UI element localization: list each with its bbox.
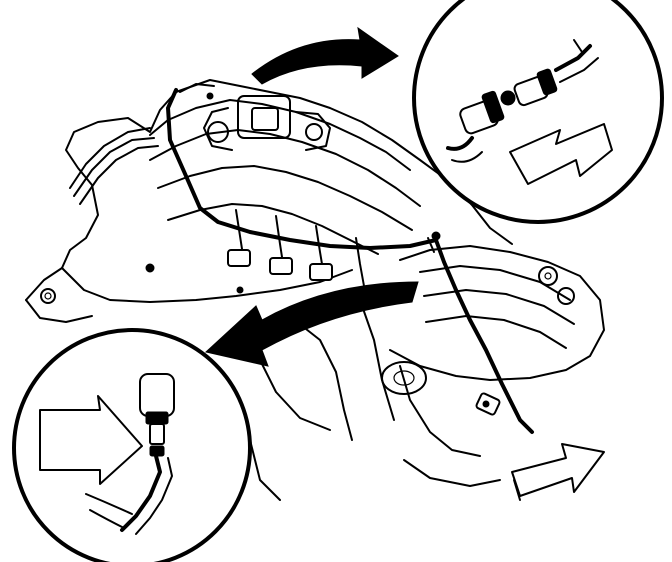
hollow-arrow-top-detail	[509, 123, 613, 185]
hollow-arrow-bottom-right	[511, 443, 605, 501]
detail-circle-top-right	[412, 0, 664, 224]
engine-assembly	[25, 79, 605, 501]
hollow-arrow-bottom-detail	[39, 395, 143, 485]
rotate-arrow-top	[251, 26, 399, 85]
rotate-arrow-bottom	[204, 281, 419, 367]
detail-circle-bottom-left	[12, 328, 252, 562]
